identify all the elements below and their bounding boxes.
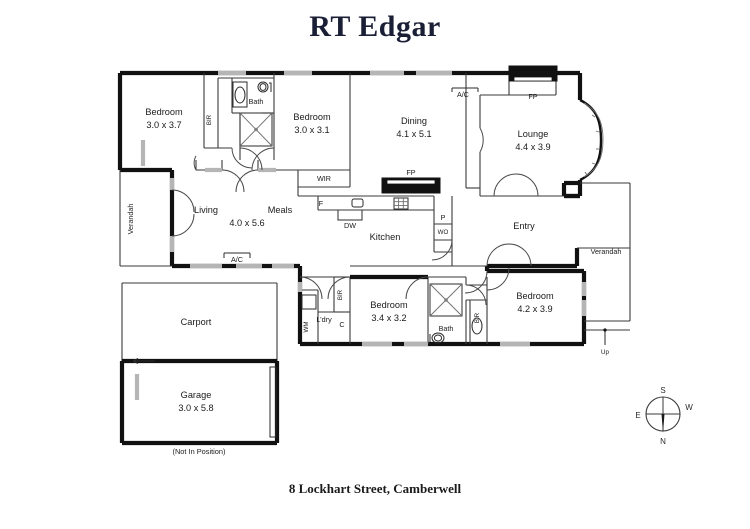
- room-label-bedroom-rear-mid: Bedroom: [370, 300, 408, 310]
- room-dim-bedroom-front-mid: 3.0 x 3.1: [294, 125, 329, 135]
- room-label-lounge: Lounge: [518, 129, 549, 139]
- room-label-meals: Meals: [268, 205, 293, 215]
- room-label-living: Living: [194, 205, 218, 215]
- label-fridge: F: [319, 199, 324, 208]
- label-bir-rear-left: BIR: [337, 289, 344, 300]
- compass-rose: S N E W: [635, 386, 693, 446]
- interior-walls-front: [195, 73, 564, 197]
- bath-fixtures-top: [232, 81, 273, 147]
- label-wall-oven: WO: [438, 229, 449, 236]
- label-washing-machine: WM: [303, 322, 310, 333]
- door-arcs: [171, 127, 539, 306]
- fireplace-lounge: [508, 65, 558, 82]
- page-title: RT Edgar: [309, 10, 441, 43]
- room-label-carport: Carport: [181, 317, 212, 327]
- room-dim-dining: 4.1 x 5.1: [396, 129, 431, 139]
- room-dim-lounge: 4.4 x 3.9: [515, 142, 550, 152]
- room-dim-bedroom-front-left: 3.0 x 3.7: [146, 120, 181, 130]
- label-verandah-right: Verandah: [591, 247, 622, 256]
- room-label-entry: Entry: [513, 221, 535, 231]
- label-bath-top: Bath: [249, 97, 264, 106]
- label-bath-bottom: Bath: [439, 324, 454, 333]
- room-label-bedroom-front-left: Bedroom: [145, 107, 183, 117]
- label-stairs-up: Up: [601, 349, 609, 356]
- verandah-left: [119, 170, 172, 267]
- interior-walls-rear: [300, 274, 488, 344]
- label-bir-top: BIR: [206, 114, 213, 125]
- label-aircon-top: A/C: [457, 90, 469, 99]
- room-dim-bedroom-rear-mid: 3.4 x 3.2: [371, 313, 406, 323]
- room-dim-garage: 3.0 x 5.8: [178, 403, 213, 413]
- room-dim-bedroom-rear-right: 4.2 x 3.9: [517, 304, 552, 314]
- label-laundry: L'dry: [316, 315, 332, 324]
- compass-label-west: W: [685, 403, 693, 412]
- room-label-bedroom-front-mid: Bedroom: [293, 112, 331, 122]
- room-label-dining: Dining: [401, 116, 427, 126]
- kitchen-structure: [297, 187, 487, 267]
- fireplace-dining: [381, 177, 441, 194]
- compass-label-east: E: [635, 411, 640, 420]
- carport-garage: [119, 282, 280, 446]
- room-label-garage: Garage: [181, 390, 212, 400]
- bay-window-lounge: [564, 73, 604, 199]
- label-pantry: P: [441, 213, 446, 222]
- label-fireplace-lounge: FP: [528, 92, 537, 101]
- label-fireplace-dining: FP: [406, 168, 415, 177]
- compass-label-north: N: [660, 437, 666, 446]
- room-label-kitchen: Kitchen: [370, 232, 401, 242]
- room-label-bedroom-rear-right: Bedroom: [516, 291, 554, 301]
- label-aircon-living: A/C: [231, 255, 243, 264]
- exterior-walls: [117, 70, 587, 347]
- label-dishwasher: DW: [344, 221, 356, 230]
- label-bir-rear-right: BIR: [474, 312, 481, 323]
- label-verandah-left: Verandah: [126, 204, 135, 235]
- label-wir: WIR: [317, 174, 331, 183]
- label-cupboard: C: [339, 320, 344, 329]
- room-dim-living: 4.0 x 5.6: [229, 218, 264, 228]
- garage-not-in-position-note: (Not In Position): [173, 447, 226, 456]
- compass-label-south: S: [660, 386, 665, 395]
- right-exterior-walls: [565, 182, 631, 345]
- address-caption: 8 Lockhart Street, Camberwell: [288, 481, 462, 496]
